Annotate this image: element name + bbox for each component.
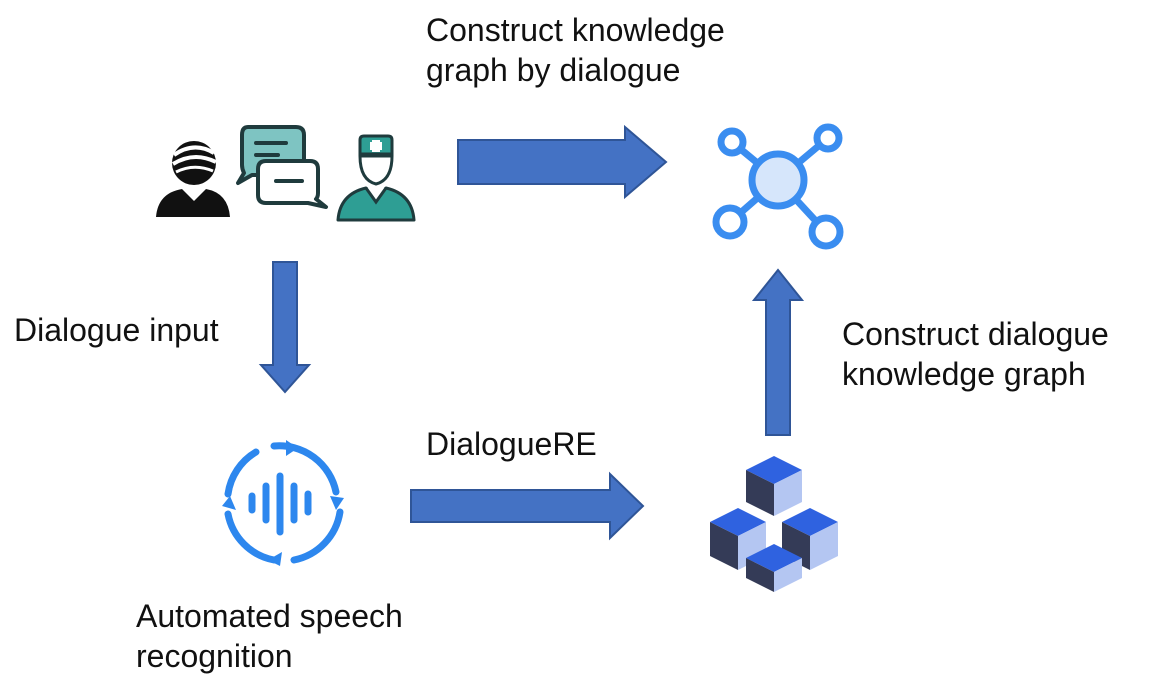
label-construct-kg-by-dialogue: Construct knowledge graph by dialogue: [426, 12, 725, 88]
label-construct-dialogue-kg: Construct dialogue knowledge graph: [842, 316, 1109, 392]
label-dialogue-re: DialogueRE: [426, 426, 597, 462]
arrow-up-right: [751, 268, 805, 436]
doctor-icon: [336, 134, 416, 222]
arrow-down-left: [258, 261, 312, 394]
chat-bubbles-icon: [236, 125, 328, 209]
arrow-right-bottom: [410, 471, 645, 541]
arrow-right-top: [457, 124, 668, 200]
network-graph-icon: [712, 123, 844, 250]
patient-icon: [156, 141, 230, 217]
label-asr: Automated speech recognition: [136, 598, 403, 674]
label-dialogue-input: Dialogue input: [14, 312, 219, 348]
cubes-icon: [710, 456, 838, 592]
speech-recognition-icon: [222, 440, 344, 566]
